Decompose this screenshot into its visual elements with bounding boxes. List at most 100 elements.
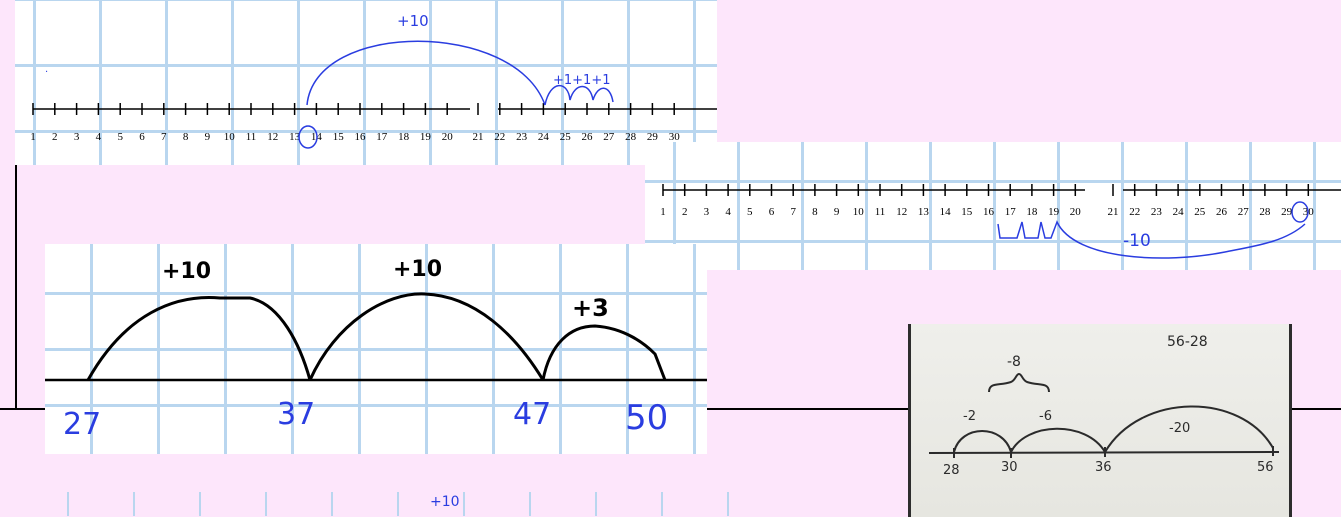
- number-label: 18: [398, 131, 410, 143]
- number-label: 1: [30, 131, 36, 143]
- point-label-1: 27: [63, 407, 101, 442]
- strip-label: +10: [430, 494, 460, 510]
- number-label: 7: [790, 206, 796, 218]
- number-label: 10: [224, 131, 236, 143]
- svg-text:.: .: [45, 64, 48, 75]
- number-label: 14: [940, 206, 952, 218]
- number-label: 16: [983, 206, 995, 218]
- whiteboard-photo: -8 56-28 -2 -6 -20 28 30 36 56: [908, 324, 1292, 517]
- number-label: 23: [1151, 206, 1163, 218]
- number-label: 2: [52, 131, 58, 143]
- number-label: 13: [918, 206, 930, 218]
- jump-label-1: -2: [963, 409, 976, 424]
- jump-label-1: +10: [162, 259, 211, 284]
- frame-line-middle: [707, 408, 908, 410]
- number-label: 4: [725, 206, 731, 218]
- number-label: 15: [961, 206, 973, 218]
- number-label: 3: [704, 206, 710, 218]
- number-label: 30: [669, 131, 681, 143]
- group-label: -8: [1007, 354, 1021, 370]
- number-label: 7: [161, 131, 167, 143]
- number-line-panel-jumps: +10 +10 +3 27 37 47 50: [45, 244, 707, 454]
- jump-path-minus: [997, 220, 1306, 259]
- point-label-1: 28: [943, 463, 960, 478]
- number-label: 16: [355, 131, 367, 143]
- number-label: 21: [1108, 206, 1119, 218]
- jump-arc-minus-6: [1010, 427, 1106, 453]
- number-label: 1: [660, 206, 666, 218]
- number-label: 21: [473, 131, 484, 143]
- number-label: 6: [139, 131, 145, 143]
- point-label-4: 56: [1257, 460, 1274, 475]
- frame-line-vertical: [15, 165, 17, 409]
- number-label: 22: [1129, 206, 1140, 218]
- problem-label: 56-28: [1167, 334, 1208, 350]
- jump-arc-1: [86, 296, 312, 381]
- number-label: 18: [1026, 206, 1038, 218]
- number-label: 15: [333, 131, 345, 143]
- jump-label-plus-ten: +10: [397, 12, 429, 30]
- number-label: 8: [812, 206, 818, 218]
- number-label: 11: [875, 206, 886, 218]
- frame-line-left: [0, 408, 45, 410]
- number-label: 10: [853, 206, 865, 218]
- number-label: 19: [420, 131, 432, 143]
- number-label: 13: [289, 131, 301, 143]
- number-label: 12: [267, 131, 278, 143]
- jump-arc-3: [541, 324, 667, 381]
- number-label: 27: [1238, 206, 1250, 218]
- jump-arcs-plus-one: [544, 84, 614, 106]
- number-label: 28: [1259, 206, 1271, 218]
- jump-arc-minus-20: [1104, 405, 1274, 453]
- jump-arc-minus-2: [953, 430, 1012, 453]
- number-label: 8: [183, 131, 189, 143]
- number-label: 12: [896, 206, 907, 218]
- number-label: 17: [1005, 206, 1017, 218]
- circled-start-number: [298, 125, 318, 149]
- number-label: 26: [1216, 206, 1228, 218]
- point-label-4: 50: [625, 398, 668, 438]
- number-label: 4: [96, 131, 102, 143]
- number-label: 29: [1281, 206, 1293, 218]
- number-label: 29: [647, 131, 659, 143]
- number-label: 19: [1048, 206, 1060, 218]
- jump-label-3: -20: [1169, 421, 1190, 436]
- point-label-3: 36: [1095, 460, 1112, 475]
- number-label: 24: [538, 131, 550, 143]
- number-label: 24: [1173, 206, 1185, 218]
- point-label-2: 37: [277, 397, 315, 432]
- number-label: 5: [117, 131, 123, 143]
- number-label: 25: [560, 131, 572, 143]
- number-label: 9: [205, 131, 211, 143]
- jump-label-2: -6: [1039, 409, 1052, 424]
- number-label: 20: [1070, 206, 1082, 218]
- point-label-2: 30: [1001, 460, 1018, 475]
- number-label: 25: [1194, 206, 1206, 218]
- number-label: 3: [74, 131, 80, 143]
- number-label: 9: [834, 206, 840, 218]
- circled-start-number: [1291, 201, 1309, 223]
- whiteboard-number-line: -8 56-28 -2 -6 -20 28 30 36 56: [928, 334, 1280, 478]
- point-label-3: 47: [513, 397, 551, 432]
- jump-arc-2: [308, 292, 545, 381]
- number-label: 26: [582, 131, 594, 143]
- frame-line-right: [1292, 408, 1341, 410]
- number-label: 27: [603, 131, 615, 143]
- number-label: 17: [376, 131, 388, 143]
- number-label: 23: [516, 131, 528, 143]
- jump-label-minus-ten: -10: [1123, 231, 1151, 251]
- number-label: 28: [625, 131, 637, 143]
- number-label: 5: [747, 206, 753, 218]
- grid-strip-fragment: +10: [15, 484, 755, 517]
- grouping-brace: [988, 372, 1050, 393]
- jump-label-plus-ones: +1+1+1: [553, 73, 611, 88]
- number-label: 22: [494, 131, 505, 143]
- number-label: 2: [682, 206, 688, 218]
- number-label: 20: [442, 131, 454, 143]
- jump-arc-plus-ten: [306, 40, 546, 106]
- number-label: 6: [769, 206, 775, 218]
